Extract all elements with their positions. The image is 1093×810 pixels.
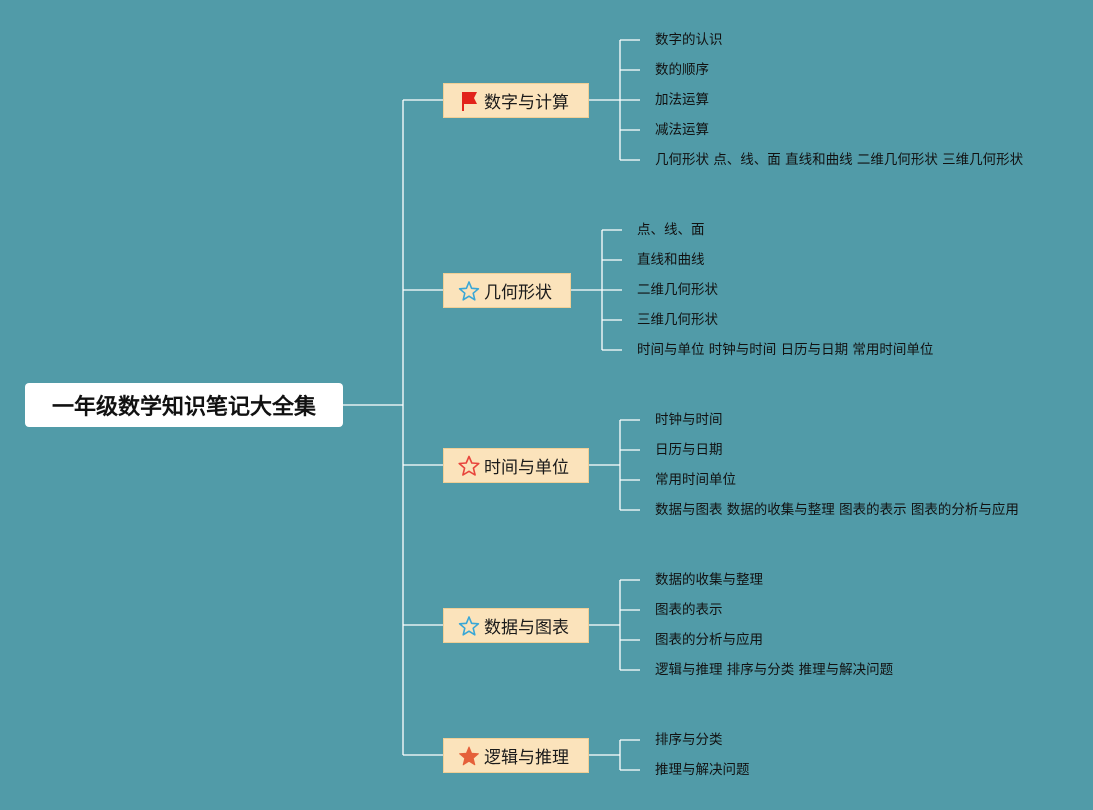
branch-data-charts[interactable]: 数据与图表 [443,608,589,643]
leaf-topic[interactable]: 数的顺序 [655,62,709,78]
leaf-topic[interactable]: 数据与图表 数据的收集与整理 图表的表示 图表的分析与应用 [655,502,1019,518]
branch-time-units[interactable]: 时间与单位 [443,448,589,483]
leaf-topic[interactable]: 时钟与时间 [655,412,723,428]
branch-logic-reasoning[interactable]: 逻辑与推理 [443,738,589,773]
leaf-topic[interactable]: 日历与日期 [655,442,723,458]
leaf-topic[interactable]: 二维几何形状 [637,282,718,298]
leaf-topic[interactable]: 直线和曲线 [637,252,705,268]
leaf-topic[interactable]: 时间与单位 时钟与时间 日历与日期 常用时间单位 [637,342,934,358]
leaf-topic[interactable]: 逻辑与推理 排序与分类 推理与解决问题 [655,662,894,678]
root-topic[interactable]: 一年级数学知识笔记大全集 [25,383,343,427]
blue-star-outline-icon [458,280,480,302]
branch-label: 数字与计算 [484,93,569,113]
leaf-topic[interactable]: 加法运算 [655,92,709,108]
red-star-outline-icon [458,455,480,477]
leaf-topic[interactable]: 三维几何形状 [637,312,718,328]
root-title: 一年级数学知识笔记大全集 [51,395,316,420]
leaf-topic[interactable]: 减法运算 [655,122,709,138]
leaf-topic[interactable]: 图表的表示 [655,602,723,618]
leaf-topic[interactable]: 几何形状 点、线、面 直线和曲线 二维几何形状 三维几何形状 [655,152,1024,168]
branch-label: 时间与单位 [484,458,569,478]
branch-label: 几何形状 [484,283,552,303]
leaf-topic[interactable]: 常用时间单位 [655,472,736,488]
leaf-topic[interactable]: 图表的分析与应用 [655,632,763,648]
leaf-topic[interactable]: 点、线、面 [637,222,705,238]
blue-star-outline-icon [458,615,480,637]
branch-number-calculation[interactable]: 数字与计算 [443,83,589,118]
branch-geometry-shapes[interactable]: 几何形状 [443,273,571,308]
orange-star-filled-icon [458,745,480,767]
red-flag-icon [458,90,480,112]
branch-label: 数据与图表 [484,618,569,638]
leaf-topic[interactable]: 排序与分类 [655,732,723,748]
branch-label: 逻辑与推理 [484,748,569,768]
leaf-topic[interactable]: 数据的收集与整理 [655,572,763,588]
leaf-topic[interactable]: 数字的认识 [655,32,723,48]
leaf-topic[interactable]: 推理与解决问题 [655,762,750,778]
